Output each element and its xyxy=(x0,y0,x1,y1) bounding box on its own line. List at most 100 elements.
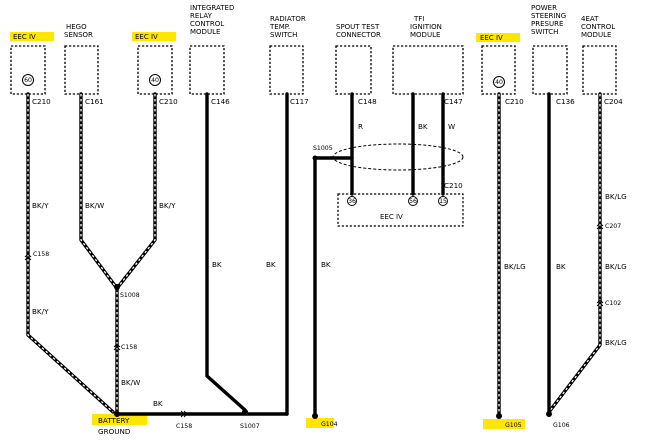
hego-connector: C161 xyxy=(85,97,104,106)
label-s1005-wire: BK xyxy=(321,260,331,269)
radiator-title-line1: RADIATOR xyxy=(270,15,306,23)
label-s1008: S1008 xyxy=(120,292,140,299)
label-tfi-bk-wire: BK xyxy=(418,122,428,131)
stripe-overlay xyxy=(27,94,601,414)
eec-module-pin-36 xyxy=(347,196,357,206)
spout-connector: C148 xyxy=(358,97,377,106)
label-eat-bottom-wire: BK/LG xyxy=(605,338,627,347)
highlight-eec3-title xyxy=(476,33,520,42)
label-c158-mid: C158 xyxy=(121,344,137,351)
label-eec3-wire: BK/LG xyxy=(504,262,526,271)
eec-module-connector: C210 xyxy=(444,181,463,190)
tfi-connector: C147 xyxy=(444,97,463,106)
g104-dot xyxy=(312,413,318,419)
relay-title-line4: MODULE xyxy=(190,28,220,36)
eec1-connector: C210 xyxy=(32,97,51,106)
label-radiator-wire: BK xyxy=(266,260,276,269)
eec1-pin-circle xyxy=(22,74,34,86)
label-battery-ground-2: GROUND xyxy=(98,427,131,436)
tfi-title-line1: TFI xyxy=(413,15,424,23)
relay-connector: C146 xyxy=(211,97,230,106)
stripe-eat xyxy=(548,94,601,413)
wire-labels: BK/Y BK/Y BK/W BK/Y BK/W BK BK BK R BK W… xyxy=(32,122,627,408)
stripe-hego xyxy=(80,94,117,288)
eat-title-line2: CONTROL xyxy=(581,23,615,31)
label-eat-mid-wire: BK/LG xyxy=(605,262,627,271)
chevron-c158-left xyxy=(24,253,32,261)
inline-connectors xyxy=(24,222,604,418)
connector-labels: C210 C161 C210 C146 C117 C148 C147 C210 … xyxy=(32,97,623,106)
tfi-title-line3: MODULE xyxy=(410,31,440,39)
label-c207: C207 xyxy=(605,223,621,230)
relay-title-line2: RELAY xyxy=(190,12,213,20)
label-s1005: S1005 xyxy=(313,145,333,152)
ps-title-line3: PRESURE xyxy=(531,20,563,28)
chevron-c207 xyxy=(596,222,604,230)
hego-box xyxy=(64,45,99,95)
ps-title-line1: POWER xyxy=(531,4,557,12)
splice-s1005-dot xyxy=(312,155,318,161)
eec-box-pins: 60 40 40 xyxy=(22,74,505,88)
g105-dot xyxy=(496,413,502,419)
label-c102: C102 xyxy=(605,300,621,307)
highlights xyxy=(10,32,525,429)
eec3-pin-circle xyxy=(493,76,505,88)
highlight-battery-ground xyxy=(92,414,147,425)
ps-title-line2: STEERING xyxy=(531,12,566,20)
splice-s1008-dot xyxy=(114,284,120,290)
component-boxes xyxy=(10,45,617,95)
eec2-title: EEC IV xyxy=(135,33,158,41)
eec2-connector: C210 xyxy=(159,97,178,106)
eec1-box xyxy=(10,45,46,95)
eec2-pin-label: 40 xyxy=(151,77,159,84)
wire-hego xyxy=(79,92,118,289)
eec3-connector: C210 xyxy=(505,97,524,106)
wire-relay xyxy=(205,92,247,412)
wire-eat xyxy=(547,92,602,414)
eat-title-line3: MODULE xyxy=(581,31,611,39)
label-ps-wire: BK xyxy=(556,262,566,271)
eat-connector: C204 xyxy=(604,97,623,106)
shield-ellipse xyxy=(332,143,464,171)
label-combined-wire: BK/W xyxy=(121,378,140,387)
stripe-eec2 xyxy=(117,94,156,288)
eat-title-line1: 4EAT xyxy=(581,15,599,23)
eec3-pin-label: 40 xyxy=(495,79,503,86)
chevron-c158-bus xyxy=(180,410,188,418)
label-hego-wire: BK/W xyxy=(85,201,104,210)
highlight-eec2-title xyxy=(132,32,176,41)
eec-module-box xyxy=(337,193,464,227)
radiator-title-line3: SWITCH xyxy=(270,31,297,39)
radiator-title-line2: TEMP. xyxy=(269,23,290,31)
label-g104: G104 xyxy=(321,421,338,428)
spout-title-line1: SPOUT TEST xyxy=(336,23,380,31)
eec-module-pin-15-label: 15 xyxy=(439,198,447,205)
label-c158-left: C158 xyxy=(33,251,49,258)
eec1-pin-label: 60 xyxy=(24,77,32,84)
eat-box xyxy=(582,45,617,95)
wire-eec2 xyxy=(116,92,157,289)
highlight-eec1-title xyxy=(10,32,54,41)
eec-module-pin-56-label: 56 xyxy=(409,198,417,205)
relay-title-line3: CONTROL xyxy=(190,20,224,28)
stripe-eec1 xyxy=(27,94,114,413)
label-tfi-w-wire: W xyxy=(448,122,455,131)
tfi-box xyxy=(392,45,464,95)
battery-ground-dot xyxy=(114,411,120,417)
eec-module-title: EEC IV xyxy=(380,213,403,221)
label-battery-ground-1: BATTERY xyxy=(98,416,130,425)
wire-s1005 xyxy=(313,156,354,416)
eec3-title: EEC IV xyxy=(480,34,503,42)
spout-title-line2: CONNECTOR xyxy=(336,31,381,39)
highlight-g104 xyxy=(306,418,334,428)
ps-box xyxy=(532,45,568,95)
label-g105: G105 xyxy=(505,422,522,429)
eec-module-pin-15 xyxy=(438,196,448,206)
ps-connector: C136 xyxy=(556,97,575,106)
eec-module: C210 36 56 15 EEC IV xyxy=(337,181,464,227)
label-eat-top-wire: BK/LG xyxy=(605,192,627,201)
chevron-c102 xyxy=(596,299,604,307)
eec-module-pin-56 xyxy=(408,196,418,206)
chevron-c158-mid xyxy=(113,343,121,351)
